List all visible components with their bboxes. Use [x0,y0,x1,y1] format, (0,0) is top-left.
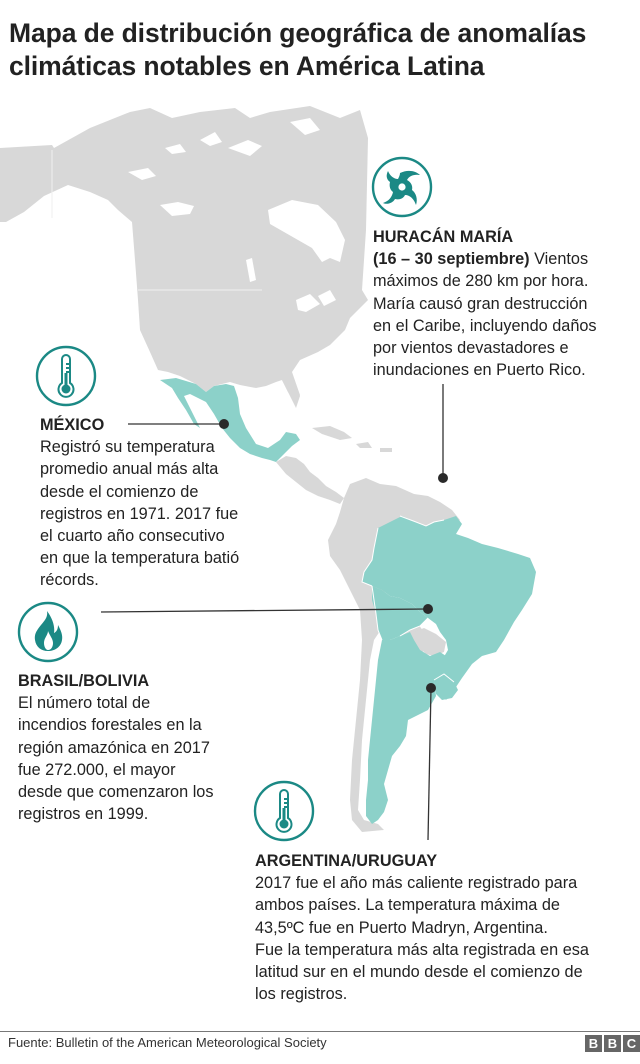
chart-title: Mapa de distribución geográfica de anoma… [9,17,639,83]
country-borders [361,515,455,701]
body-line: promedio anual más alta [40,460,219,479]
body-line: Fue la temperatura más alta registrada e… [255,940,589,959]
hurricane-icon [371,156,433,218]
brazil-shape [362,516,536,700]
argentina-shape [366,632,446,824]
caribbean-islands [282,378,392,452]
brasil-leader [100,608,429,613]
leader-lines [100,384,444,841]
title-line-1: Mapa de distribución geográfica de anoma… [9,18,587,48]
logo-letter: C [623,1035,640,1052]
body-line: desde el comienzo de [40,482,199,501]
thermometer-icon [35,345,97,407]
body-line: máximos de 280 km por hora. [373,272,589,291]
annotation-heading: ARGENTINA/URUGUAY [255,852,438,870]
fire-icon [17,601,79,663]
body-line: en el Caribe, incluyendo daños [373,316,597,335]
annotation-brasil-bolivia: BRASIL/BOLIVIA El número total de incend… [18,670,278,825]
body-line: 2017 fue el año más caliente registrado … [255,874,578,893]
body-line: récords. [40,571,99,590]
central-america [276,456,344,504]
location-dots [219,419,448,693]
body-line: incendios forestales en la [18,716,202,735]
body-line: los registros. [255,985,348,1004]
annotation-heading: HURACÁN MARÍA [373,228,514,246]
south-america-gray [328,478,460,832]
bolivia-shape [372,586,428,640]
annotation-mexico: MÉXICO Registró su temperatura promedio … [40,414,280,592]
footer-divider [0,1031,640,1032]
body-line: María causó gran destrucción [373,294,588,313]
thermometer-icon [253,780,315,842]
body-line: por vientos devastadores e [373,339,569,358]
date-range: (16 – 30 septiembre) [373,250,530,269]
body-line: El número total de [18,694,151,713]
annotation-heading: MÉXICO [40,416,105,434]
mexico-shape [160,378,300,462]
body-line: el cuarto año consecutivo [40,527,225,546]
logo-letter: B [585,1035,602,1052]
body-line: registros en 1999. [18,805,149,824]
annotation-body: (16 – 30 septiembre) Vientos [373,250,589,269]
annotation-hurricane: HURACÁN MARÍA (16 – 30 septiembre) Vient… [373,226,640,381]
body-line: Registró su temperatura [40,438,215,457]
borders-north [51,150,262,291]
body-line: fue 272.000, el mayor [18,760,176,779]
mexico-dot [219,419,229,429]
paraguay-shape [414,628,446,656]
body-line: inundaciones en Puerto Rico. [373,361,586,380]
argentina-dot [426,683,436,693]
argentina-leader [427,687,432,841]
hurricane-dot [438,473,448,483]
body-line: ambos países. La temperatura máxima de [255,896,560,915]
logo-letter: B [604,1035,621,1052]
brasil-dot [423,604,433,614]
body-line: 43,5ºC fue en Puerto Madryn, Argentina. [255,918,548,937]
body-line: latitud sur en el mundo desde el comienz… [255,963,583,982]
body-line: región amazónica en 2017 [18,738,210,757]
body-line: desde que comenzaron los [18,783,214,802]
annotation-heading: BRASIL/BOLIVIA [18,672,150,690]
water-bodies [128,118,345,312]
annotation-argentina-uruguay: ARGENTINA/URUGUAY 2017 fue el año más ca… [255,850,640,1005]
body-line: en que la temperatura batió [40,549,240,568]
title-line-2: climáticas notables en América Latina [9,51,485,81]
source-credit: Fuente: Bulletin of the American Meteoro… [8,1035,327,1050]
bbc-logo: B B C [585,1035,640,1052]
body-line: registros en 1971. 2017 fue [40,504,239,523]
north-america-landmass [0,106,368,402]
